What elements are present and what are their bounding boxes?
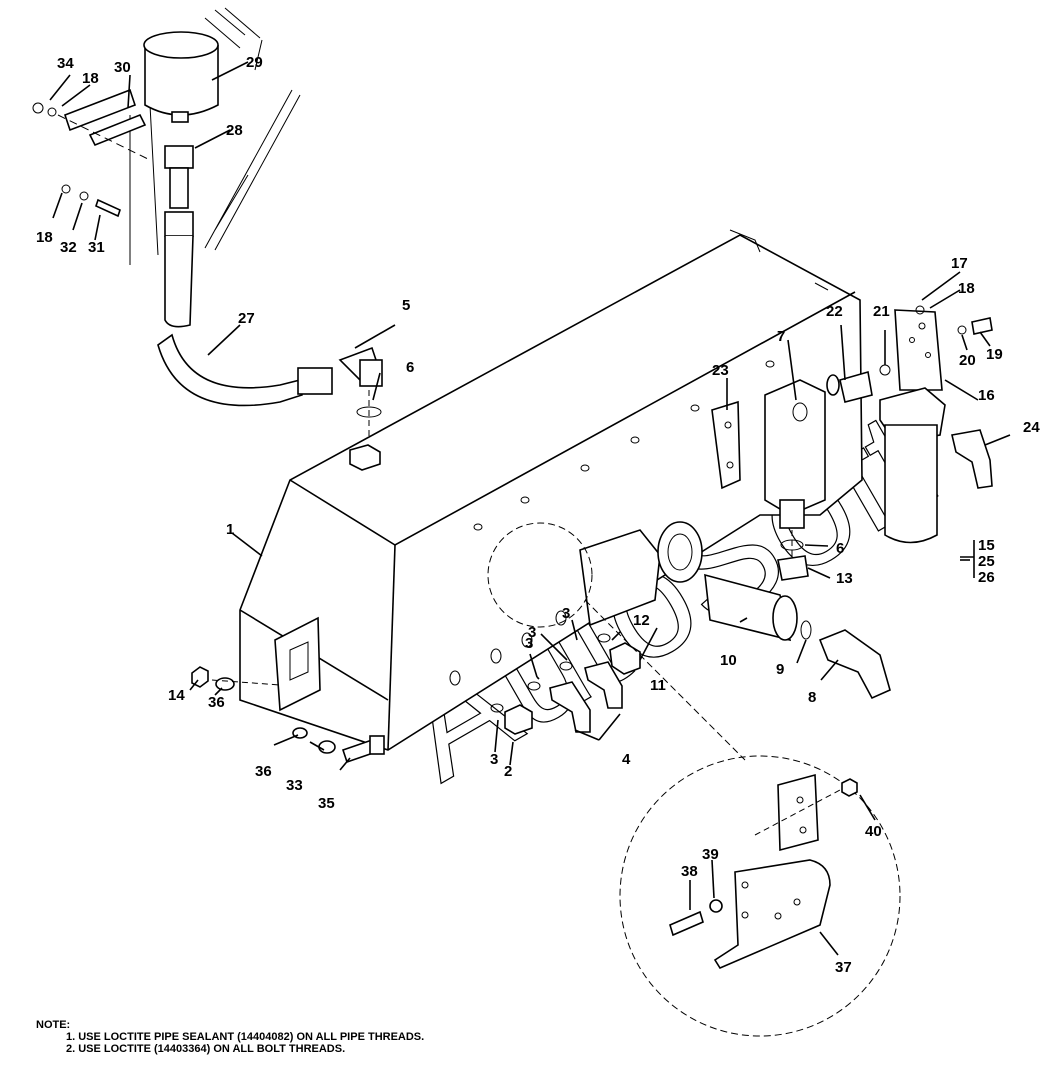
tank-port-fittings [490,633,641,735]
callout-33: 33 [286,777,303,794]
side-bracket [579,521,703,627]
callout-36a: 36 [208,694,225,711]
tank-housing [239,229,863,751]
callout-29: 29 [246,54,263,71]
callout-15: 15 [978,537,995,554]
inlet-assembly [704,520,891,700]
callout-18c: 18 [36,229,53,246]
callout-26: 26 [978,569,995,586]
callout-18b: 18 [82,70,99,87]
callout-5: 5 [402,297,410,314]
callout-10: 10 [720,652,737,669]
note-item: 1. USE LOCTITE PIPE SEALANT (14404082) O… [66,1031,425,1043]
callout-18a: 18 [958,280,975,297]
callout-4: 4 [622,751,631,768]
callout-27: 27 [238,310,255,327]
callout-3d: 3 [562,605,570,622]
callout-labels: 1 2 3 3 3 3 4 5 6 6 7 8 9 10 11 12 13 14… [36,54,1040,976]
callout-2: 2 [504,763,512,780]
bracket-23 [711,400,741,490]
callout-40: 40 [865,823,882,840]
callout-9: 9 [776,661,784,678]
callout-6b: 6 [836,540,844,557]
callout-34: 34 [57,55,74,72]
callout-1: 1 [226,521,234,538]
callout-19: 19 [986,346,1003,363]
callout-32: 32 [60,239,77,256]
callout-3a: 3 [490,751,498,768]
sensor-housing [764,379,826,529]
callout-35: 35 [318,795,335,812]
note-item: 2. USE LOCTITE (14403364) ON ALL BOLT TH… [66,1043,346,1055]
callout-38: 38 [681,863,698,880]
notes-heading: NOTE: [36,1019,71,1031]
callout-3b: 3 [525,635,533,652]
callout-7: 7 [777,328,785,345]
callout-28: 28 [226,122,243,139]
callout-12: 12 [633,612,650,629]
notes-block: NOTE: 1. USE LOCTITE PIPE SEALANT (14404… [36,1019,424,1055]
air-cleaner [143,31,219,123]
callout-20: 20 [959,352,976,369]
callout-14: 14 [168,687,185,704]
callout-23: 23 [712,362,729,379]
intake-hose [157,145,333,407]
callout-3c: 3 [528,624,536,641]
callout-11: 11 [650,677,666,694]
vehicle-body-outline [129,7,301,265]
filter-assembly [826,305,993,544]
callout-25: 25 [978,553,995,570]
callout-30: 30 [114,59,131,76]
callout-36b: 36 [255,763,272,780]
leader-lines [49,61,1011,956]
mounting-bracket [32,88,151,218]
callout-8: 8 [808,689,816,706]
callout-37: 37 [835,959,852,976]
callout-24: 24 [1023,419,1040,436]
callout-22: 22 [826,303,843,320]
callout-31: 31 [88,239,105,256]
callout-13: 13 [836,570,853,587]
callout-16: 16 [978,387,995,404]
callout-6a: 6 [406,359,414,376]
callout-17: 17 [951,255,968,272]
callout-39: 39 [702,846,719,863]
detail-view [487,522,901,1037]
callout-21: 21 [873,303,890,320]
